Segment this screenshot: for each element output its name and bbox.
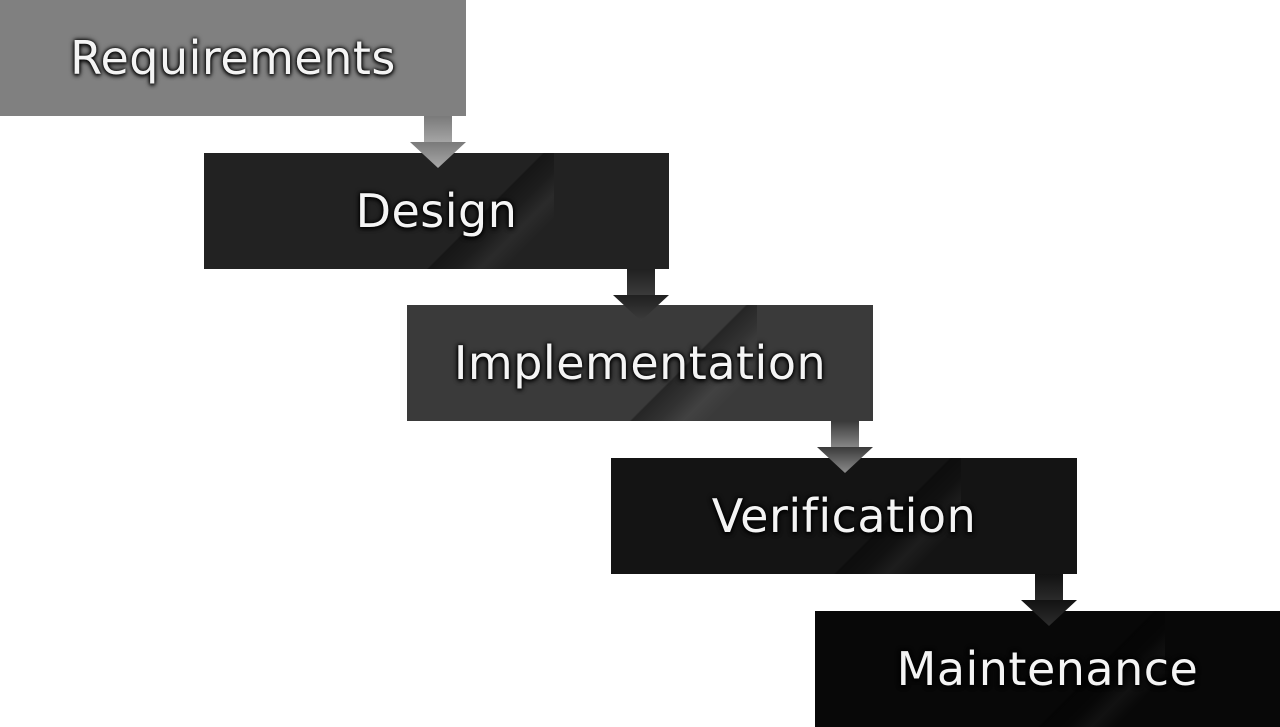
stage-requirements: Requirements	[0, 0, 466, 116]
stage-label: Verification	[711, 489, 977, 543]
arrow-down-icon	[817, 421, 873, 473]
stage-verification: Verification	[611, 458, 1077, 574]
stage-design: Design	[204, 153, 669, 269]
arrow-down-icon	[410, 116, 466, 168]
arrow-down-icon	[1021, 574, 1077, 626]
stage-label: Maintenance	[896, 642, 1199, 696]
stage-label: Implementation	[453, 336, 827, 390]
stage-maintenance: Maintenance	[815, 611, 1280, 727]
stage-label: Requirements	[70, 31, 396, 85]
stage-implementation: Implementation	[407, 305, 873, 421]
stage-label: Design	[355, 184, 518, 238]
arrow-down-icon	[613, 269, 669, 321]
